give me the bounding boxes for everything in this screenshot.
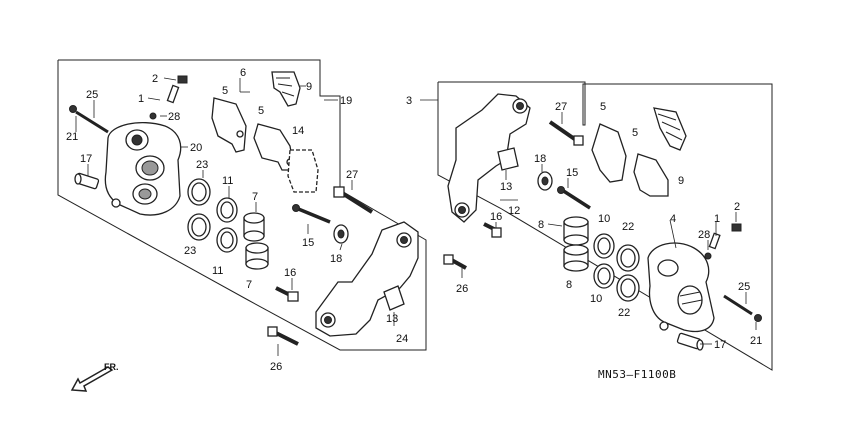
left-pin-15 <box>292 204 331 224</box>
right-bracket <box>447 93 531 223</box>
right-bolt-17 <box>676 332 704 351</box>
diagram-code: MN53–F1100B <box>598 368 676 381</box>
callout-labels: 2 1 28 25 21 20 17 23 23 11 11 7 7 6 5 5… <box>66 67 762 373</box>
callout-right-22a: 22 <box>622 221 634 233</box>
callout-right-16: 16 <box>490 211 502 223</box>
callout-left-18: 18 <box>330 253 342 265</box>
callout-left-5a: 5 <box>222 85 228 97</box>
callout-left-21: 21 <box>66 131 78 143</box>
left-bleeder <box>149 75 188 120</box>
callout-right-5b: 5 <box>632 127 638 139</box>
callout-right-22b: 22 <box>618 307 630 319</box>
callout-right-26: 26 <box>456 283 468 295</box>
right-spring-9 <box>653 107 687 151</box>
callout-right-5a: 5 <box>600 101 606 113</box>
callout-right-12: 12 <box>508 205 520 217</box>
callout-left-24: 24 <box>396 333 408 345</box>
callout-right-21: 21 <box>750 335 762 347</box>
left-bolt-16 <box>275 286 299 302</box>
right-bolt-16 <box>483 222 502 238</box>
callout-left-11b: 11 <box>212 265 223 277</box>
callout-left-7b: 7 <box>246 279 252 291</box>
callout-left-23b: 23 <box>184 245 196 257</box>
callout-right-27: 27 <box>555 101 567 113</box>
callout-left-13: 13 <box>386 313 398 325</box>
callout-left-17: 17 <box>80 153 92 165</box>
callout-right-25: 25 <box>738 281 750 293</box>
left-bolt-26 <box>267 326 299 346</box>
left-seals-23 <box>187 178 211 241</box>
right-caliper-body <box>647 242 715 333</box>
callout-left-14: 14 <box>292 125 304 137</box>
right-pin-15 <box>557 186 591 210</box>
callout-right-3: 3 <box>406 95 412 107</box>
left-caliper-body <box>104 122 182 216</box>
callout-left-19: 19 <box>340 95 352 107</box>
callout-left-9: 9 <box>306 81 312 93</box>
callout-left-2: 2 <box>152 73 158 85</box>
right-bolt-27 <box>548 120 584 146</box>
right-pads-5 <box>591 123 669 197</box>
front-direction-label: FR. <box>104 362 119 372</box>
left-bracket <box>315 221 419 337</box>
left-spring-9 <box>271 71 301 107</box>
callout-right-2: 2 <box>734 201 740 213</box>
callout-right-8a: 8 <box>538 219 544 231</box>
callout-right-8b: 8 <box>566 279 572 291</box>
callout-right-17: 17 <box>714 339 726 351</box>
right-seals-10 <box>593 233 615 289</box>
right-pin-25 <box>723 294 762 322</box>
callout-right-28: 28 <box>698 229 710 241</box>
right-bleeder <box>704 223 742 260</box>
callout-left-16: 16 <box>284 267 296 279</box>
callout-left-1: 1 <box>138 93 144 105</box>
left-pin-25 <box>69 105 109 134</box>
left-seals-11 <box>216 197 238 253</box>
right-pistons-8 <box>563 216 589 272</box>
callout-right-9: 9 <box>678 175 684 187</box>
right-seals-22 <box>616 244 640 302</box>
left-pistons-7 <box>243 212 269 270</box>
left-bolt-17 <box>74 172 100 190</box>
callout-left-25: 25 <box>86 89 98 101</box>
callout-left-7a: 7 <box>252 191 258 203</box>
callout-right-18: 18 <box>534 153 546 165</box>
callout-left-28: 28 <box>168 111 180 123</box>
callout-left-20: 20 <box>190 142 202 154</box>
left-assembly-frame <box>57 59 427 351</box>
right-boot-18 <box>537 171 553 191</box>
callout-right-10a: 10 <box>598 213 610 225</box>
front-direction-arrow: FR. <box>70 362 119 392</box>
callout-left-6: 6 <box>240 67 246 79</box>
left-bolt-27 <box>333 186 374 214</box>
left-boot-18 <box>333 224 349 244</box>
callout-left-5b: 5 <box>258 105 264 117</box>
callout-left-11a: 11 <box>222 175 233 187</box>
callout-left-15: 15 <box>302 237 314 249</box>
callout-right-13: 13 <box>500 181 512 193</box>
left-pads-5 <box>211 97 295 171</box>
left-shim-14 <box>287 149 319 193</box>
callout-left-23a: 23 <box>196 159 208 171</box>
callout-left-26: 26 <box>270 361 282 373</box>
callout-right-1: 1 <box>714 213 720 225</box>
callout-right-4: 4 <box>670 213 676 225</box>
leader-lines <box>75 77 757 356</box>
callout-right-10b: 10 <box>590 293 602 305</box>
right-bolt-26 <box>443 254 467 270</box>
callout-right-15: 15 <box>566 167 578 179</box>
callout-left-27: 27 <box>346 169 358 181</box>
